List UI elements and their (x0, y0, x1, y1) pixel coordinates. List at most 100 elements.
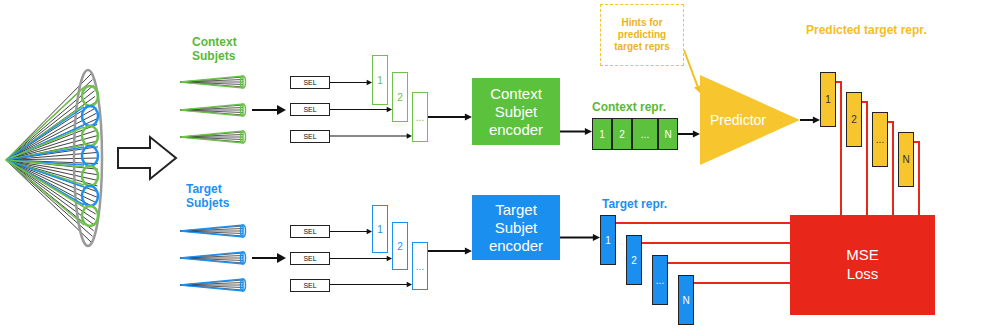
subjet-ellipse (82, 186, 98, 206)
loss-line (862, 102, 867, 215)
node-text: 2 (397, 92, 403, 103)
node-text: 1 (599, 129, 605, 140)
node-text: SEL (303, 255, 316, 262)
node-text: 2 (631, 255, 637, 266)
subjet-edge (6, 160, 84, 225)
subjet-edge (6, 87, 84, 160)
node-text: ... (876, 134, 884, 145)
flow-arrow (330, 282, 412, 287)
subjet-edge (6, 145, 84, 160)
flow-arrow (330, 80, 372, 85)
node-text: ... (416, 112, 424, 123)
flow-arrow (560, 128, 592, 135)
subjet-slot: 1 (372, 55, 388, 105)
particle-track (6, 130, 98, 160)
repr-cell: ... (872, 112, 888, 167)
node-text: MSE Loss (833, 246, 893, 284)
repr-cell: 2 (846, 92, 862, 147)
flow-arrow (678, 130, 700, 137)
subjet-slot: ... (412, 242, 428, 290)
hollow-arrow (118, 137, 176, 179)
selector-box: SEL (290, 76, 330, 89)
subjet-slot: ... (412, 92, 428, 142)
node-text: 1 (377, 75, 383, 86)
subjet-slot: 2 (392, 222, 408, 270)
node-text: 1 (377, 224, 383, 235)
subjet-cone (180, 279, 243, 291)
subjet-cone-end (241, 104, 246, 116)
node-text: N (682, 295, 689, 306)
subjet-edge (6, 147, 84, 160)
encoder-box: Target Subjet encoder (472, 195, 560, 260)
node-text: Predictor (710, 112, 766, 128)
node-text: SEL (303, 106, 316, 113)
loss-line (694, 283, 790, 284)
particle-track (6, 160, 96, 214)
subjet-cone (180, 225, 243, 237)
selector-box: SEL (290, 252, 330, 265)
subjet-edge (6, 105, 84, 160)
repr-cell: N (678, 275, 694, 325)
selector-box: SEL (290, 130, 330, 143)
subjet-cone-end (241, 225, 246, 237)
selector-box: SEL (290, 279, 330, 292)
subjet-edge (6, 107, 84, 160)
repr-cell: 1 (820, 72, 836, 127)
subjet-cone-end (241, 76, 246, 88)
node-text: Context Subjet encoder (476, 85, 556, 139)
subjet-edge (6, 127, 84, 160)
node-text: SEL (303, 79, 316, 86)
loss-line (914, 142, 919, 215)
repr-cell: N (658, 118, 678, 150)
node-text: ... (416, 261, 424, 272)
flow-arrow (684, 50, 701, 93)
flow-arrow (330, 256, 392, 261)
node-text: Target Subjet encoder (476, 201, 556, 255)
flow-arrow (330, 133, 412, 138)
subjet-ellipse (82, 106, 98, 126)
subjet-cone (180, 76, 243, 88)
repr-cell: N (898, 132, 914, 187)
particle-track (6, 160, 91, 242)
group-label: Target Subjets (186, 183, 258, 211)
loss-box: MSE Loss (790, 215, 935, 315)
repr-cell: 1 (600, 215, 616, 265)
subjet-cone-end (241, 279, 246, 291)
node-text: 1 (825, 94, 831, 105)
loss-line (836, 82, 841, 215)
node-text: 2 (397, 241, 403, 252)
flow-arrow (330, 107, 392, 112)
flow-arrow (800, 116, 820, 123)
selector-box: SEL (290, 103, 330, 116)
repr-cell: 1 (592, 118, 612, 150)
node-text: SEL (303, 228, 316, 235)
hint-box: Hints for predicting target reprs (600, 4, 684, 66)
selector-box: SEL (290, 225, 330, 238)
subjet-ellipse (82, 166, 98, 186)
particle-track (6, 96, 95, 160)
group-label: Context Subjets (192, 36, 264, 64)
repr-cell: ... (652, 255, 668, 305)
node-text: SEL (303, 133, 316, 140)
loss-line (616, 223, 790, 224)
subjet-cone-end (241, 131, 246, 143)
repr-label: Context repr. (592, 101, 666, 115)
flow-arrow (428, 113, 472, 120)
subjet-ellipse (82, 86, 98, 106)
node-text: N (664, 129, 671, 140)
loss-line (642, 243, 790, 244)
particle-track (6, 80, 93, 160)
subjet-ellipse (82, 206, 98, 226)
repr-cell: 2 (612, 118, 632, 150)
repr-cell: ... (632, 118, 658, 150)
node-text: SEL (303, 282, 316, 289)
subjet-cone (180, 131, 243, 143)
loss-line (668, 263, 790, 264)
particle-track (6, 160, 95, 220)
subjet-edge (6, 125, 84, 160)
node-text: 2 (619, 129, 625, 140)
flow-arrow (330, 229, 372, 234)
node-text: Hints for predicting target reprs (605, 17, 679, 53)
particle-track (6, 160, 94, 231)
predictor-triangle: Predictor (700, 75, 800, 165)
